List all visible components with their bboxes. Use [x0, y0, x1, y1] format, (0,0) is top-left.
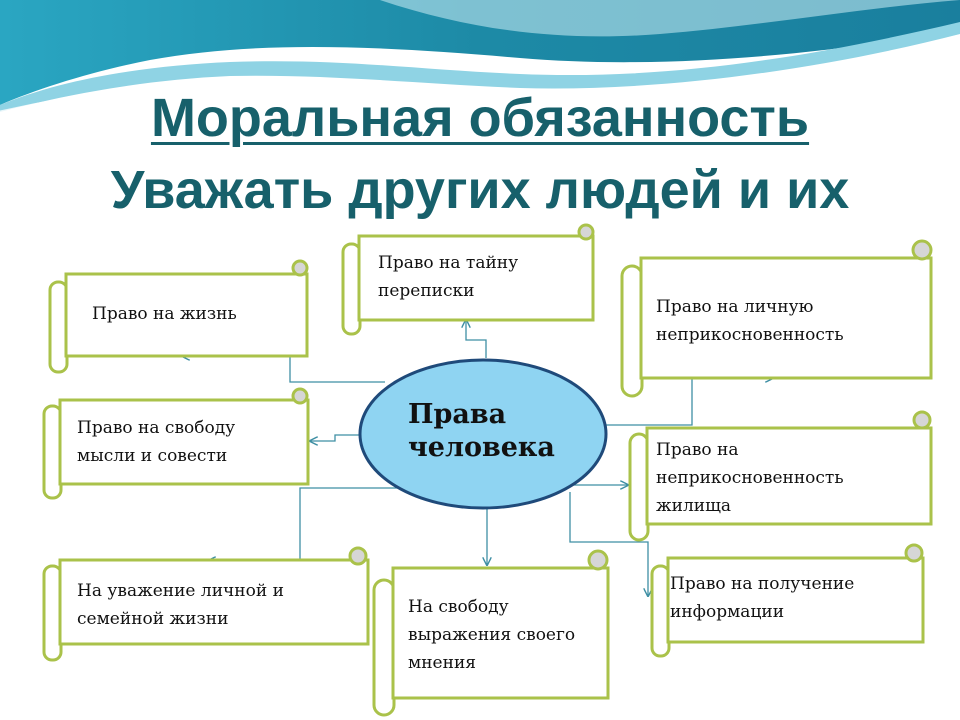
node-private-family-life: На уважение личной и семейной жизни — [77, 577, 284, 633]
node-thought-conscience: Право на свободу мысли и совести — [77, 414, 235, 470]
center-label-line1: Права — [408, 399, 507, 430]
connector-life — [182, 356, 385, 383]
node-home-inviolability-line1: Право на — [656, 440, 739, 460]
center-label: Права человека — [408, 398, 555, 464]
node-information-line1: Право на получение — [670, 574, 855, 594]
node-information-line2: информации — [670, 602, 785, 622]
scroll-correspondence — [341, 223, 595, 336]
scroll-thought-conscience — [42, 387, 310, 500]
node-expression-line3: мнения — [408, 653, 476, 673]
scroll-personal-inviolability — [620, 239, 933, 398]
node-correspondence-line1: Право на тайну — [378, 253, 519, 273]
node-life: Право на жизнь — [92, 300, 237, 328]
connector-correspondence — [466, 320, 487, 358]
node-private-family-life-line2: семейной жизни — [77, 609, 229, 629]
node-correspondence: Право на тайну переписки — [378, 249, 518, 305]
node-personal-inviolability-line2: неприкосновенность — [656, 325, 844, 345]
page-subtitle: Уважать других людей и их — [110, 160, 850, 220]
scroll-expression — [372, 549, 610, 717]
connector-thought-conscience — [310, 434, 362, 441]
node-private-family-life-line1: На уважение личной и — [77, 581, 284, 601]
header-wave-decoration — [0, 0, 960, 114]
node-home-inviolability: Право на неприкосновенность жилища — [656, 436, 844, 520]
center-ellipse — [358, 358, 608, 510]
page-title: Моральная обязанность — [150, 88, 810, 148]
node-expression-line1: На свободу — [408, 597, 509, 617]
connector-private-family-life — [208, 487, 415, 561]
node-information: Право на получение информации — [670, 570, 854, 626]
node-thought-conscience-line1: Право на свободу — [77, 418, 236, 438]
node-life-line1: Право на жизнь — [92, 304, 237, 324]
scroll-information — [650, 543, 925, 658]
scroll-home-inviolability — [628, 410, 933, 542]
node-expression: На свободу выражения своего мнения — [408, 593, 575, 677]
scroll-life — [48, 259, 309, 374]
node-personal-inviolability-line1: Право на личную — [656, 297, 814, 317]
connector-information — [569, 492, 648, 596]
node-expression-line2: выражения своего — [408, 625, 576, 645]
node-home-inviolability-line3: жилища — [656, 496, 732, 516]
scroll-private-family-life — [42, 546, 370, 662]
center-label-line2: человека — [408, 432, 555, 463]
node-thought-conscience-line2: мысли и совести — [77, 446, 228, 466]
node-correspondence-line2: переписки — [378, 281, 475, 301]
node-home-inviolability-line2: неприкосновенность — [656, 468, 844, 488]
node-personal-inviolability: Право на личную неприкосновенность — [656, 293, 844, 349]
